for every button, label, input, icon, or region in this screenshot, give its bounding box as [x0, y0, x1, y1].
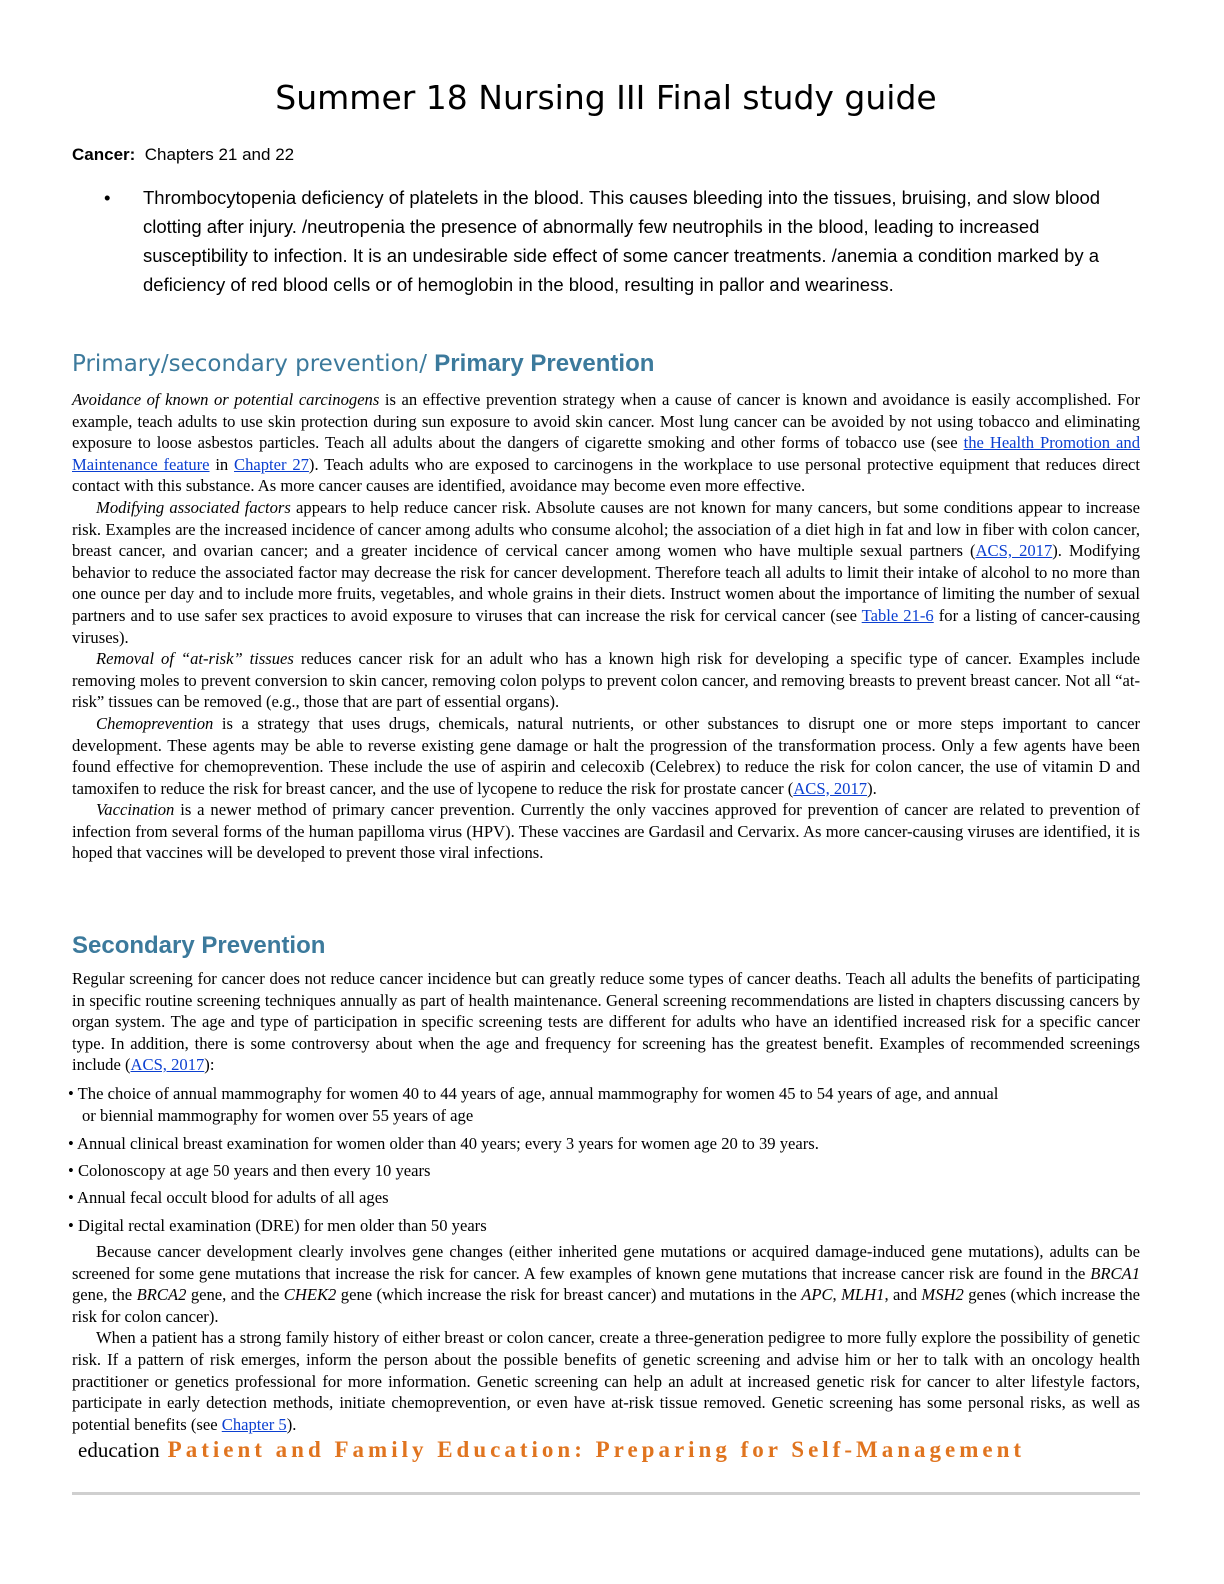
text: in: [209, 454, 235, 474]
cancer-chapters: Chapters 21 and 22: [144, 145, 295, 164]
link-acs-2017[interactable]: ACS, 2017: [130, 1055, 205, 1075]
text: ). Teach adults who are exposed to carci…: [72, 454, 1140, 496]
term-chemoprevention: Chemoprevention: [96, 713, 214, 733]
gene-apc: APC: [801, 1285, 833, 1305]
paragraph-chemoprevention: Chemoprevention is a strategy that uses …: [72, 713, 1140, 799]
text: appears to help reduce cancer risk. Abso…: [72, 497, 1141, 561]
gene-brca2: BRCA2: [136, 1285, 187, 1305]
paragraph-modifying: Modifying associated factors appears to …: [72, 497, 1140, 648]
term-vaccination: Vaccination: [96, 800, 175, 820]
text: genes (which increase the risk for colon…: [72, 1285, 1141, 1326]
link-acs-2017[interactable]: ACS, 2017: [793, 778, 868, 798]
link-chapter-5[interactable]: Chapter 5: [221, 1414, 287, 1434]
text: is an effective prevention strategy when…: [72, 390, 1140, 453]
primary-heading-bold: Primary Prevention: [434, 350, 655, 377]
education-prefix: education: [78, 1438, 160, 1462]
paragraph-avoidance: Avoidance of known or potential carcinog…: [72, 389, 1140, 497]
paragraph-family-history: When a patient has a strong family histo…: [72, 1327, 1140, 1435]
definitions-text: Thrombocytopenia deficiency of platelets…: [143, 187, 1101, 295]
text: • The choice of annual mammography for w…: [68, 1084, 999, 1103]
screening-bullet-mammography: • The choice of annual mammography for w…: [68, 1083, 1128, 1126]
term-avoidance: Avoidance of known or potential carcinog…: [72, 390, 380, 409]
text: or biennial mammography for women over 5…: [82, 1105, 474, 1125]
bullet-dot: •: [104, 187, 111, 208]
link-chapter-27[interactable]: Chapter 27: [234, 454, 309, 474]
genetic-screening-body: Because cancer development clearly invol…: [72, 1241, 1140, 1435]
heading-underline-rule: [72, 1492, 1140, 1495]
link-acs-2017[interactable]: ACS, 2017: [975, 541, 1053, 561]
screening-bullet-fecal-occult: • Annual fecal occult blood for adults o…: [68, 1188, 389, 1207]
primary-prevention-heading: Primary/secondary prevention/ Primary Pr…: [72, 350, 654, 378]
text: When a patient has a strong family histo…: [72, 1328, 1140, 1434]
screening-bullet-colonoscopy: • Colonoscopy at age 50 years and then e…: [68, 1161, 431, 1180]
term-removal: Removal of “at-risk” tissues: [96, 649, 294, 669]
education-heading: Patient and Family Education: Preparing …: [167, 1437, 1026, 1462]
term-modifying: Modifying associated factors: [96, 497, 291, 517]
screening-bullet-dre: • Digital rectal examination (DRE) for m…: [68, 1216, 487, 1235]
gene-msh2: MSH2: [921, 1285, 964, 1305]
text: ,: [832, 1285, 842, 1305]
screening-bullet-breast-exam: • Annual clinical breast examination for…: [68, 1134, 819, 1153]
text: gene (which increase the risk for breast…: [336, 1285, 802, 1305]
text: gene, and the: [186, 1285, 284, 1305]
text: Regular screening for cancer does not re…: [72, 969, 1140, 1075]
primary-prevention-body: Avoidance of known or potential carcinog…: [72, 389, 1140, 864]
text: , and: [884, 1285, 922, 1305]
paragraph-vaccination: Vaccination is a newer method of primary…: [72, 799, 1140, 864]
education-heading-block: education Patient and Family Education: …: [72, 1436, 1140, 1464]
link-table-21-6[interactable]: Table 21-6: [861, 605, 934, 625]
gene-mlh1: MLH1: [841, 1285, 885, 1305]
paragraph-screening: Regular screening for cancer does not re…: [72, 968, 1140, 1076]
primary-heading-prefix: Primary/secondary prevention/: [72, 351, 435, 377]
secondary-prevention-heading: Secondary Prevention: [72, 932, 326, 959]
text: is a strategy that uses drugs, chemicals…: [72, 713, 1140, 798]
text: ). Modifying behavior to reduce the asso…: [72, 541, 1141, 625]
paragraph-removal: Removal of “at-risk” tissues reduces can…: [72, 648, 1140, 713]
secondary-prevention-intro: Regular screening for cancer does not re…: [72, 968, 1140, 1076]
text: is a newer method of primary cancer prev…: [72, 800, 1140, 863]
text: reduces cancer risk for an adult who has…: [72, 649, 1140, 712]
gene-brca1: BRCA1: [1090, 1263, 1140, 1283]
text: Because cancer development clearly invol…: [72, 1242, 1140, 1283]
text: ):: [204, 1055, 215, 1075]
text: ).: [286, 1414, 297, 1434]
gene-chek2: CHEK2: [283, 1285, 337, 1305]
text: ).: [867, 778, 877, 798]
definitions-bullet: • Thrombocytopenia deficiency of platele…: [72, 183, 1140, 299]
link-health-promotion[interactable]: the Health Promotion and Maintenance fea…: [72, 433, 1140, 474]
text: gene, the: [72, 1285, 137, 1305]
paragraph-gene-mutations: Because cancer development clearly invol…: [72, 1241, 1140, 1327]
cancer-label: Cancer:: [72, 145, 136, 164]
page-title: Summer 18 Nursing III Final study guide: [275, 78, 937, 117]
cancer-chapters-line: Cancer: Chapters 21 and 22: [72, 145, 294, 165]
text: for a listing of cancer-causing viruses)…: [72, 605, 1141, 647]
